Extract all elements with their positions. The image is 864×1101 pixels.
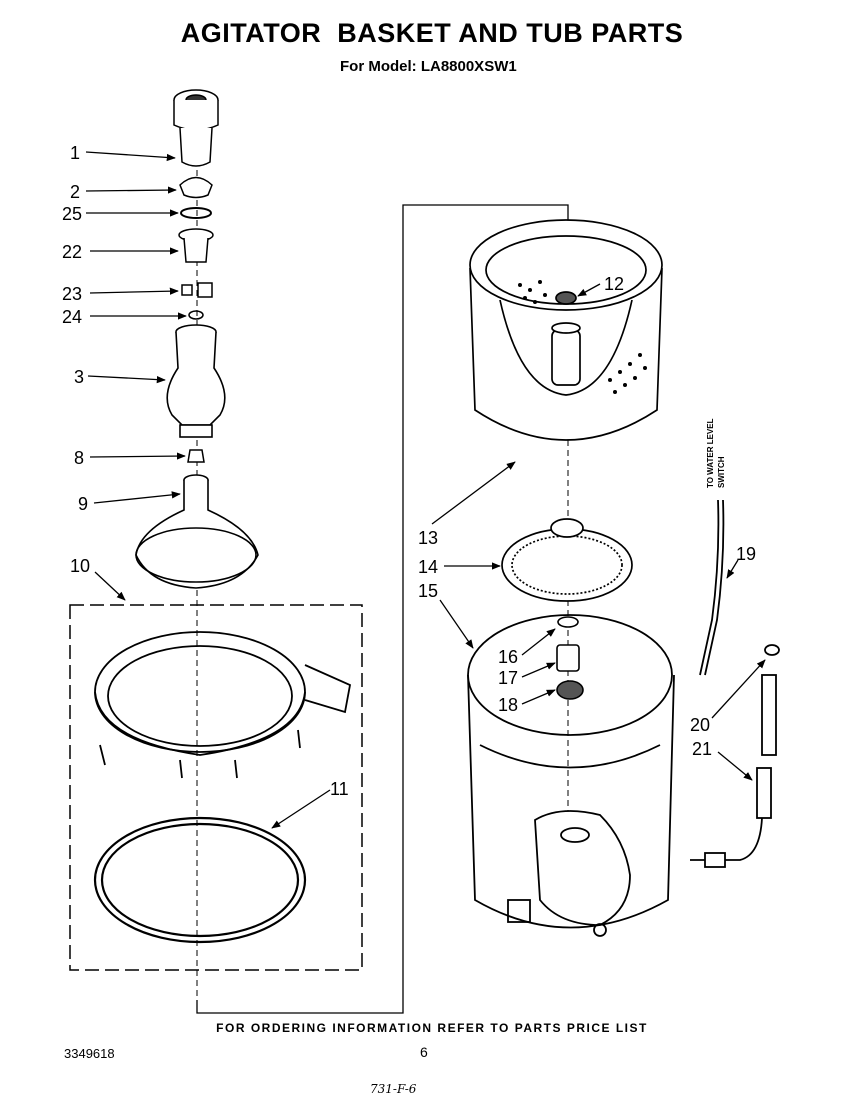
callout-23: 23 — [62, 284, 82, 304]
basket-perforations — [518, 280, 647, 394]
callout-1: 1 — [70, 143, 80, 163]
hose-parts — [690, 499, 780, 868]
callout-2: 2 — [70, 182, 80, 202]
washer-part — [180, 207, 212, 219]
callout-16: 16 — [498, 647, 518, 667]
callout-21: 21 — [692, 739, 712, 759]
callout-11: 11 — [330, 779, 349, 799]
callout-22: 22 — [62, 242, 82, 262]
water-level-note-line1: TO WATER LEVEL — [706, 418, 715, 488]
ordering-info-note: FOR ORDERING INFORMATION REFER TO PARTS … — [216, 1021, 648, 1035]
basket-drive-part — [501, 518, 633, 602]
agitator-cap-part — [173, 89, 219, 167]
handwritten-code: 731-F-6 — [370, 1082, 417, 1096]
callout-18: 18 — [498, 695, 518, 715]
model-subtitle: For Model: LA8800XSW1 — [340, 58, 517, 75]
ring-part — [188, 310, 204, 320]
page-title: AGITATOR BASKET AND TUB PARTS — [180, 18, 684, 48]
callout-8: 8 — [74, 448, 84, 468]
dog-part — [181, 282, 213, 298]
callout-leaders — [85, 151, 766, 829]
stud-part — [187, 449, 205, 463]
callout-13: 13 — [418, 528, 438, 548]
document-number: 3349618 — [64, 1046, 115, 1061]
callout-17: 17 — [498, 668, 518, 688]
agitator-base-part — [135, 474, 259, 589]
callout-12: 12 — [604, 274, 624, 294]
callout-10: 10 — [70, 556, 90, 576]
agitator-barrel-part — [166, 324, 226, 438]
dog-assembly-part — [178, 228, 214, 263]
assembly-connector-line — [196, 204, 569, 1014]
tub-ring-group-box — [69, 604, 363, 971]
callout-25: 25 — [62, 204, 82, 224]
callout-20: 20 — [690, 715, 710, 735]
water-level-note-line2: SWITCH — [717, 456, 726, 488]
callout-3: 3 — [74, 367, 84, 387]
callout-24: 24 — [62, 307, 82, 327]
outer-tub-part — [467, 614, 675, 937]
spin-parts-stack — [556, 616, 584, 700]
callout-14: 14 — [418, 557, 438, 577]
tub-ring-part — [94, 631, 352, 779]
callout-15: 15 — [418, 581, 438, 601]
page-number: 6 — [420, 1044, 428, 1060]
callout-19: 19 — [736, 544, 756, 564]
tub-gasket-part — [93, 816, 307, 944]
basket-part — [469, 219, 663, 441]
water-level-switch-note: TO WATER LEVEL SWITCH — [705, 419, 727, 488]
callout-9: 9 — [78, 494, 88, 514]
cam-part — [179, 176, 213, 199]
